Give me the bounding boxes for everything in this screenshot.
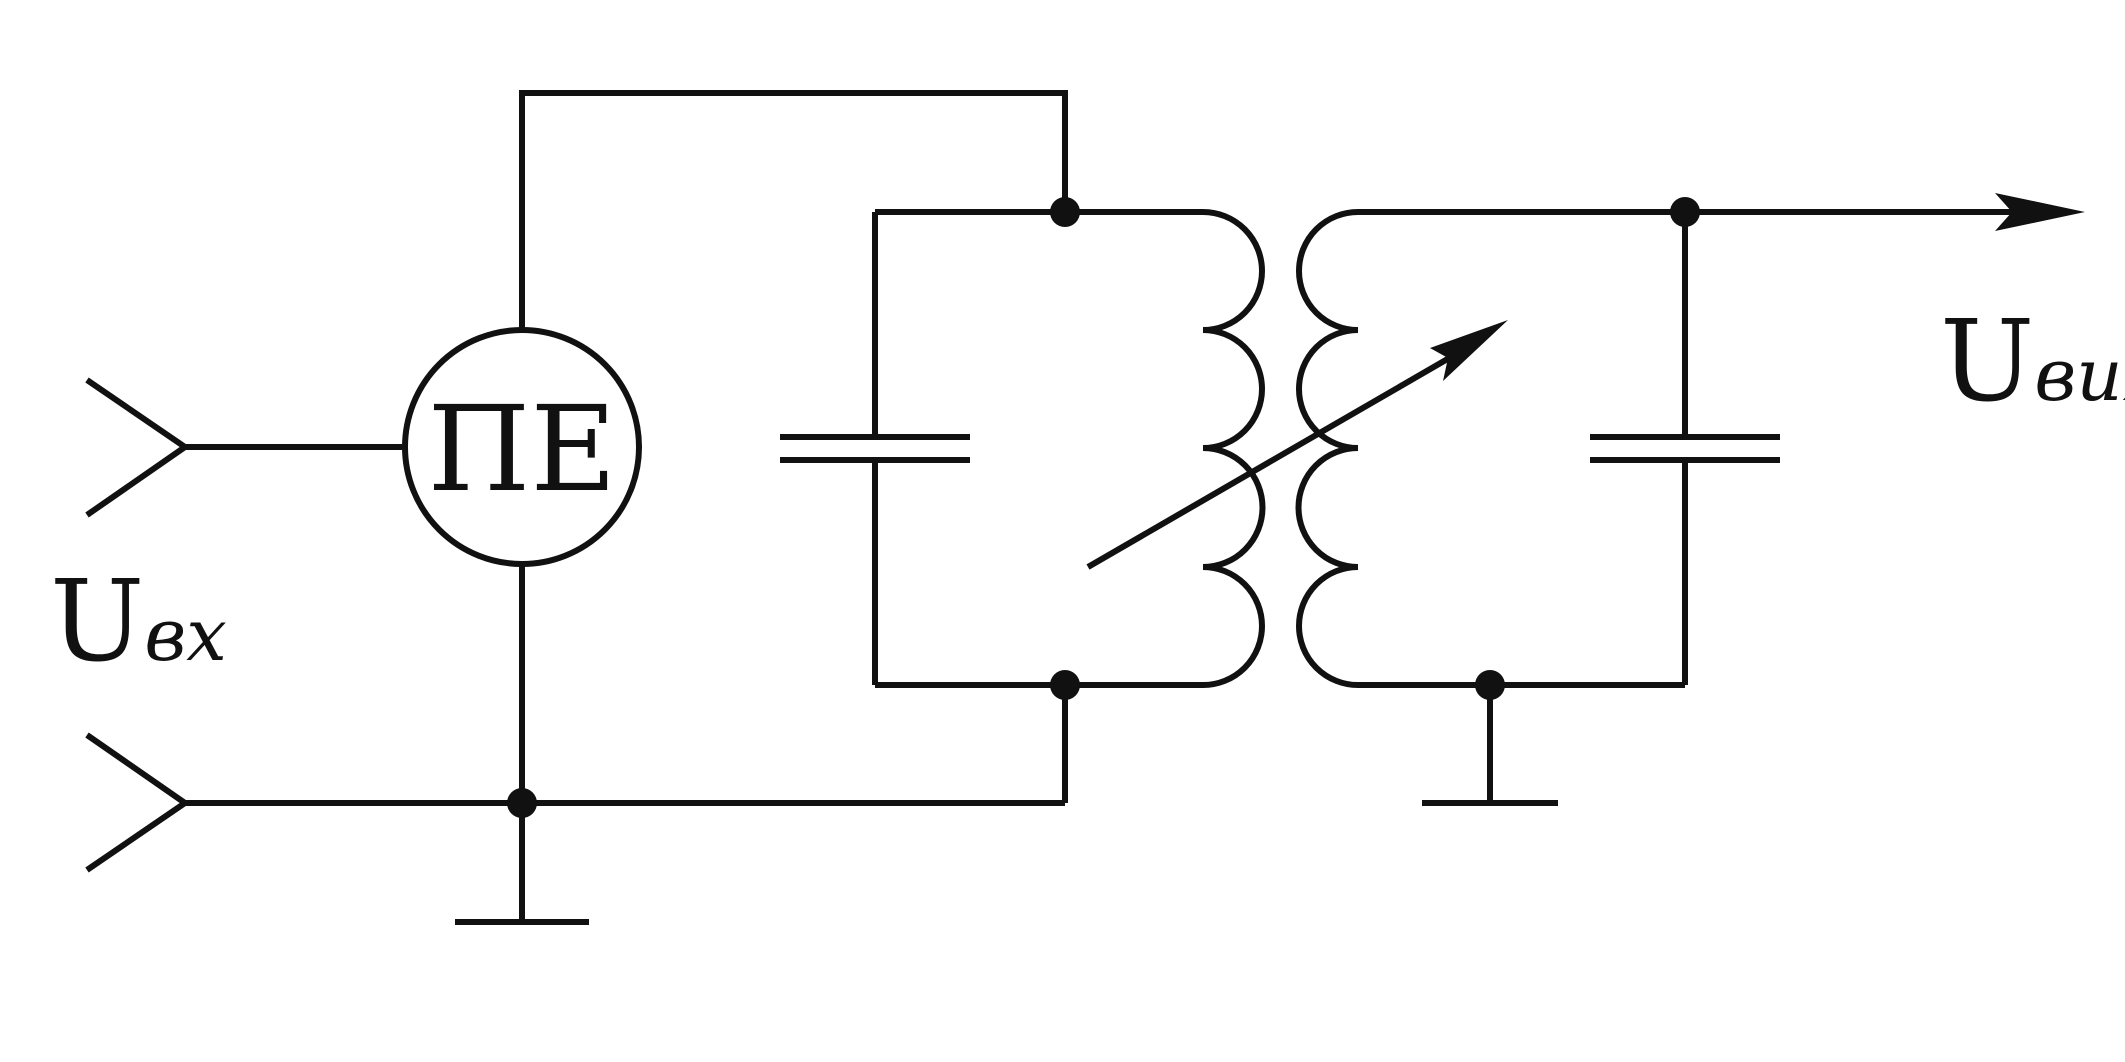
junction-node-secondary-top <box>1670 197 1700 227</box>
junction-node-primary-bottom <box>1050 670 1080 700</box>
input-terminal-top <box>85 377 191 518</box>
output-voltage-subscript: вих <box>2034 333 2125 417</box>
variable-coupling-line <box>1086 343 1472 570</box>
output-voltage-label: Uвих <box>1940 297 2125 427</box>
input-voltage-label: Uвх <box>50 557 227 687</box>
junction-node-common <box>507 788 537 818</box>
amplifier-label: ПЕ <box>427 380 616 518</box>
amplifier-top-wire <box>519 90 1068 330</box>
input-voltage-subscript: вх <box>144 593 227 677</box>
secondary-coil <box>1295 209 1359 688</box>
output-arrow <box>1995 193 2085 231</box>
variable-coupling-arrowhead <box>1430 320 1508 381</box>
input-terminal-bottom <box>85 732 191 873</box>
input-voltage-symbol: U <box>50 557 144 687</box>
output-voltage-symbol: U <box>1940 297 2034 427</box>
primary-coil <box>1202 209 1266 688</box>
junction-node-secondary-bottom <box>1475 670 1505 700</box>
junction-node-primary-top <box>1050 197 1080 227</box>
